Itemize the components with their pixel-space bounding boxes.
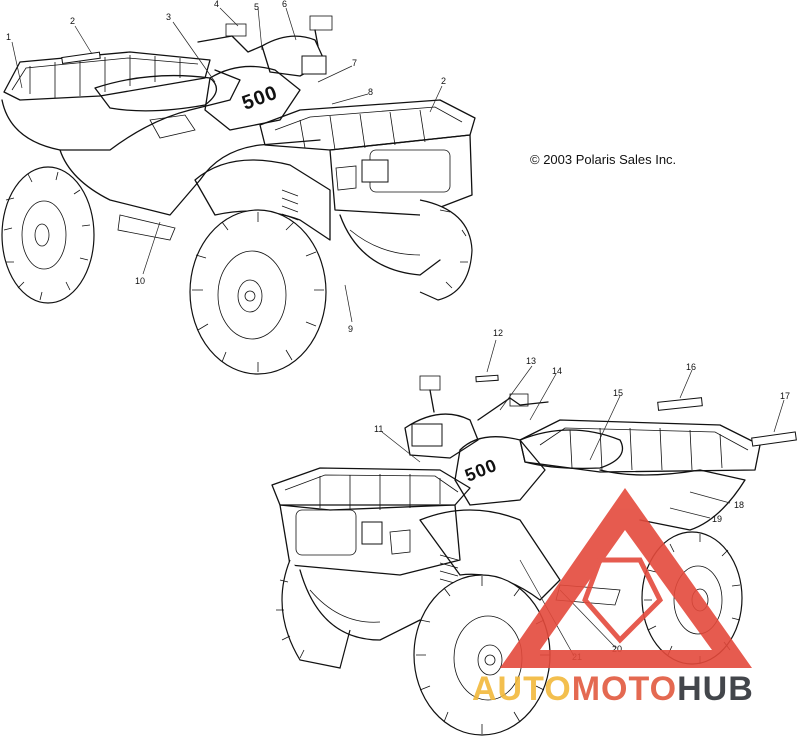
callout-1: 1 — [6, 32, 11, 42]
watermark-logo: AUTOMOTOHUB — [472, 488, 754, 708]
callout-9: 9 — [348, 324, 353, 334]
callout-6: 6 — [282, 0, 287, 9]
callout-19: 19 — [712, 514, 722, 524]
callout-14: 14 — [552, 366, 562, 376]
watermark-text-hub: HUB — [677, 670, 754, 708]
watermark-text-auto: AUTO — [472, 670, 572, 708]
watermark-triangle-icon — [500, 488, 752, 668]
svg-text:AUTOMOTOHUB: AUTOMOTOHUB — [472, 670, 754, 708]
callout-17: 17 — [780, 391, 790, 401]
callout-18: 18 — [734, 500, 744, 510]
callout-20: 20 — [612, 644, 622, 654]
callout-3: 3 — [166, 12, 171, 22]
callout-2-right: 2 — [441, 76, 446, 86]
callout-11: 11 — [374, 424, 383, 434]
bottom-leader-lines — [381, 339, 785, 657]
top-leader-lines — [11, 7, 443, 323]
atv-top-illustration: 500 — [1, 15, 476, 375]
callout-13: 13 — [526, 356, 536, 366]
callout-10: 10 — [135, 276, 145, 286]
callout-7: 7 — [352, 58, 357, 68]
model-decal-500-bottom: 500 — [462, 455, 500, 486]
watermark-text-moto: MOTO — [572, 670, 677, 708]
model-decal-500: 500 — [239, 82, 281, 115]
callout-12: 12 — [493, 328, 503, 338]
callout-5: 5 — [254, 2, 259, 12]
callout-2: 2 — [70, 16, 75, 26]
watermark-inner-mark-icon — [582, 557, 664, 644]
callout-4: 4 — [214, 0, 219, 9]
callout-16: 16 — [686, 362, 696, 372]
top-callouts: 1 2 3 4 5 6 7 8 2 9 10 — [6, 0, 446, 334]
copyright-notice: © 2003 Polaris Sales Inc. — [530, 152, 677, 167]
callout-15: 15 — [613, 388, 623, 398]
callout-8: 8 — [368, 87, 373, 97]
